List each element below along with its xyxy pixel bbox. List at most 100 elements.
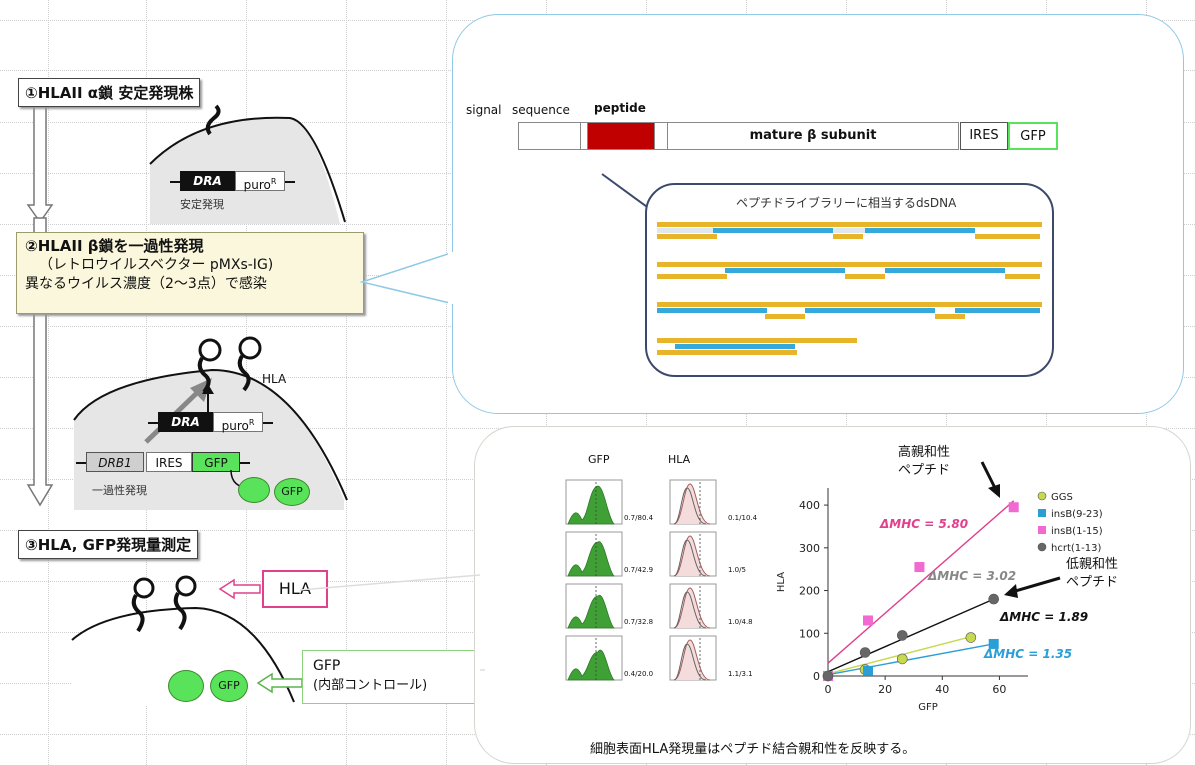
construct-peptide-red [587, 122, 655, 150]
y-tick-label: 200 [799, 585, 820, 598]
library-pointer-fill [647, 212, 655, 240]
fit-line [827, 500, 1015, 664]
hla-histogram-pos [673, 639, 711, 681]
dsdna-row-3 [657, 302, 1042, 319]
step3-label: ③HLA, GFP発現量測定 [18, 530, 199, 559]
step2-line2: （レトロウイルスベクター pMXs-IG) [39, 257, 274, 273]
cell2-line-left [148, 422, 158, 424]
construct-ires-block: IRES [960, 122, 1008, 150]
flow-hla-val-4: 1.1/3.1 [728, 670, 753, 678]
construct-signal-label: signal [466, 103, 502, 117]
data-point [1008, 502, 1019, 513]
flow-hla-val-2: 1.0/5 [728, 566, 746, 574]
gfp-histogram [567, 649, 615, 681]
x-axis-label: GFP [918, 702, 938, 713]
step1-label: ①HLAII α鎖 安定発現株 [18, 78, 201, 107]
construct-mature-block: mature β subunit [667, 122, 959, 150]
flow-gfp-val-2: 0.7/42.9 [624, 566, 654, 574]
dsdna-row-2 [657, 262, 1042, 279]
delta-mhc-label: ΔMHC = 3.02 [927, 569, 1016, 583]
hla-histogram-neg [673, 539, 707, 577]
y-tick-label: 0 [813, 670, 820, 683]
data-point [859, 647, 871, 658]
gfp-histogram [567, 595, 615, 629]
cell2-line-right [263, 422, 273, 424]
gfp-histogram [567, 541, 615, 577]
cell2-ires: IRES [146, 452, 192, 472]
hla-histogram-neg [673, 487, 707, 525]
hla-histogram-pos [673, 587, 711, 629]
construct-spacer [654, 122, 668, 150]
zoom-lines [299, 574, 485, 671]
data-point [896, 630, 908, 641]
x-tick-label: 60 [992, 683, 1006, 696]
cell1-line-left [170, 181, 180, 183]
gfp-histogram [567, 485, 615, 525]
cell3-gfp-box: GFP (内部コントロール) [302, 650, 480, 704]
data-point [988, 593, 1000, 605]
legend-label: insB(1-15) [1051, 526, 1103, 537]
cell2-gfp-ball-plain [238, 477, 270, 503]
y-tick-label: 100 [799, 627, 820, 640]
bubble-pointer [360, 251, 455, 305]
legend-marker [1037, 491, 1047, 501]
cell2-dra-gene: DRA [158, 412, 213, 432]
cell2-hla-label: HLA [262, 372, 287, 386]
results-caption: 細胞表面HLA発現量はペプチド結合親和性を反映する。 [590, 742, 916, 757]
delta-mhc-label: ΔMHC = 5.80 [879, 517, 968, 531]
step2-line3: 異なるウイルス濃度（2〜3点）で感染 [25, 276, 267, 292]
cell2-puro-sup: R [248, 418, 255, 427]
construct-signal-block [518, 122, 582, 150]
data-point [822, 670, 834, 682]
data-point [863, 665, 873, 676]
low-affinity-line2: ペプチド [1066, 575, 1119, 590]
cell2-gfp-gene: GFP [192, 452, 240, 472]
delta-mhc-label: ΔMHC = 1.89 [999, 610, 1088, 624]
cell3-gfp-box-line2: (内部コントロール) [313, 678, 428, 693]
flow-gfp-val-3: 0.7/32.8 [624, 618, 654, 626]
x-tick-label: 0 [825, 683, 832, 696]
data-point [896, 653, 908, 665]
legend-label: insB(9-23) [1051, 509, 1103, 520]
flow-col-hla: HLA [668, 453, 691, 466]
legend-marker [1037, 542, 1047, 552]
data-point [914, 562, 925, 573]
cell2-line-right-b [240, 462, 250, 464]
hla-histogram-neg [673, 643, 707, 681]
cell1-dra-gene: DRA [180, 171, 235, 191]
y-axis-label: HLA [776, 572, 787, 592]
cell1-line-right [285, 181, 295, 183]
cell2-puro-marker: puroR [213, 412, 263, 433]
construct-gfp-block: GFP [1008, 122, 1058, 150]
cell2-drb1-gene: DRB1 [86, 452, 144, 472]
hla-histogram-pos [673, 483, 711, 525]
cell2-puro-text: puro [221, 419, 249, 433]
cell2-membrane [73, 336, 348, 510]
cell3-gfp-ball: GFP [210, 670, 248, 702]
fit-line [827, 643, 994, 676]
flow-hla-val-1: 0.1/10.4 [728, 514, 758, 522]
legend-label: hcrt(1-13) [1051, 543, 1101, 554]
step2-box: ②HLAII β鎖を一過性発現 （レトロウイルスベクター pMXs-IG) 異な… [16, 232, 364, 314]
library-title: ペプチドライブラリーに相当するdsDNA [736, 196, 957, 210]
construct-peptide-label: peptide [594, 101, 646, 115]
delta-mhc-label: ΔMHC = 1.35 [983, 647, 1072, 661]
y-tick-label: 300 [799, 542, 820, 555]
flow-col-gfp: GFP [588, 453, 610, 466]
flow-histograms [565, 479, 717, 681]
flow-gfp-val-1: 0.7/80.4 [624, 514, 654, 522]
step2-title: ②HLAII β鎖を一過性発現 [25, 237, 204, 255]
cell2-gfp-ball: GFP [274, 478, 310, 506]
x-tick-label: 40 [935, 683, 949, 696]
cell3-gfp-box-line1: GFP [313, 658, 341, 674]
cell2-line-left-b [76, 462, 86, 464]
construct-sequence-label: sequence [512, 103, 570, 117]
cell1-puro-text: puro [243, 178, 271, 192]
dsdna-row-4 [657, 338, 857, 355]
legend-label: GGS [1051, 492, 1073, 503]
legend-marker [1038, 526, 1046, 534]
cell1-caption: 安定発現 [180, 198, 224, 211]
flow-gfp-val-4: 0.4/20.0 [624, 670, 654, 678]
data-point [988, 638, 999, 649]
